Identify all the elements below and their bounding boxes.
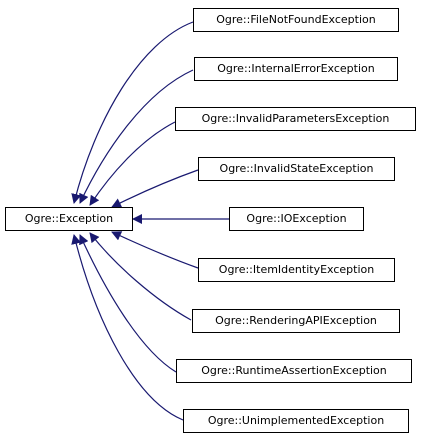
edge-itemidentity	[111, 231, 199, 269]
edge-filenotfound	[71, 21, 194, 204]
node-ioexception[interactable]: Ogre::IOException	[229, 207, 364, 231]
edge-renderingapi	[89, 232, 192, 321]
node-unimplementedexception[interactable]: Ogre::UnimplementedException	[183, 409, 409, 433]
node-internalerrorexception[interactable]: Ogre::InternalErrorException	[194, 57, 398, 81]
node-itemidentityexception[interactable]: Ogre::ItemIdentityException	[198, 258, 395, 282]
node-base-exception[interactable]: Ogre::Exception	[5, 207, 133, 231]
edge-invalidstate	[111, 169, 199, 208]
edge-runtimeassertion	[79, 234, 177, 373]
node-invalidparametersexception[interactable]: Ogre::InvalidParametersException	[175, 107, 416, 131]
edge-invalidparameters	[89, 121, 176, 206]
edge-internalerror	[79, 69, 194, 204]
edge-unimplemented	[71, 234, 184, 421]
node-renderingapiexception[interactable]: Ogre::RenderingAPIException	[192, 309, 400, 333]
node-filenotfoundexception[interactable]: Ogre::FileNotFoundException	[193, 8, 399, 32]
node-invalidstateexception[interactable]: Ogre::InvalidStateException	[198, 157, 395, 181]
node-runtimeassertionexception[interactable]: Ogre::RuntimeAssertionException	[176, 359, 412, 383]
